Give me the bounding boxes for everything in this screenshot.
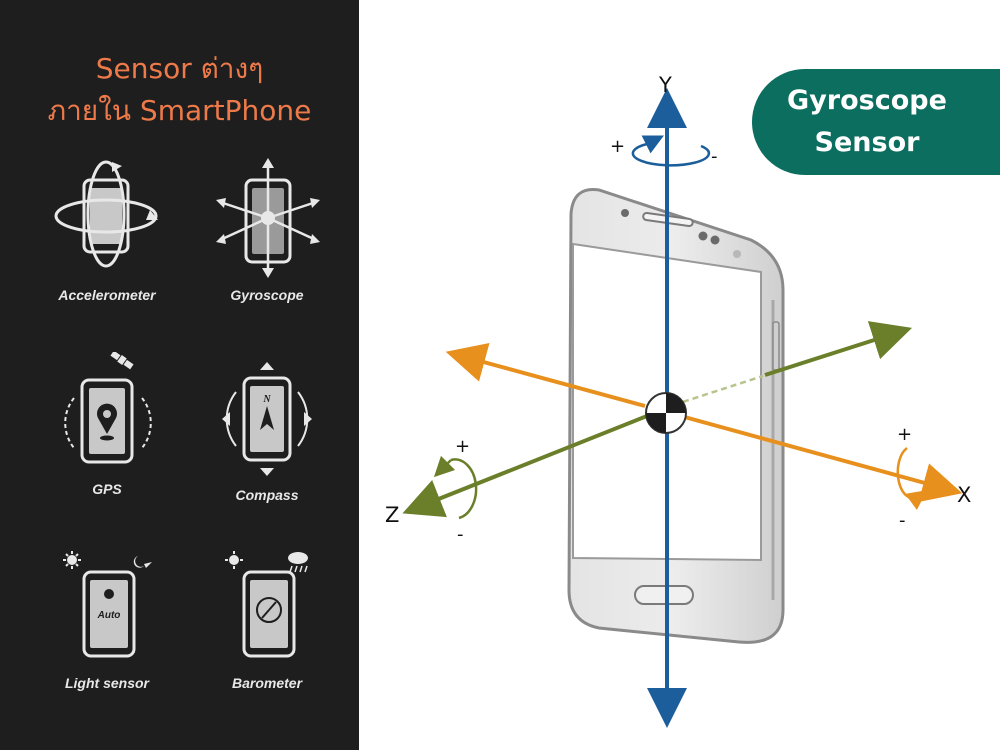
sensor-label-accelerometer: Accelerometer [58,287,156,303]
sensor-panel: Sensor ต่างๆ ภายใน SmartPhone Accelerome… [0,0,359,750]
panel-title: Sensor ต่างๆ ภายใน SmartPhone [0,48,359,132]
sensor-label-barometer: Barometer [231,675,303,691]
light-auto-text: Auto [97,610,121,621]
gps-icon [64,352,152,464]
x-rotation-minus: - [899,510,906,531]
compass-icon: N [222,362,312,476]
y-axis: Y + - [610,73,718,728]
z-rotation-minus: - [457,524,464,545]
sensor-label-compass: Compass [235,487,299,503]
x-axis: X + - [445,342,971,531]
y-rotation-minus: - [711,146,718,167]
gyroscope-icon [216,158,320,278]
gyroscope-sensor-badge: Gyroscope Sensor [752,69,1000,175]
z-rotation-plus: + [455,436,470,457]
sensor-label-light-sensor: Light sensor [64,675,149,691]
barometer-icon [225,551,308,658]
light-sensor-icon: Auto [63,551,152,658]
z-axis-label: Z [385,503,399,527]
panel-title-line-2: ภายใน SmartPhone [47,94,312,127]
sensor-label-gyroscope: Gyroscope [230,287,304,303]
x-axis-label: X [957,483,971,507]
panel-title-line-1: Sensor ต่างๆ [95,52,264,85]
x-rotation-plus: + [897,424,912,445]
gyroscope-axes-diagram: X + - Z + - Y + - [385,73,971,728]
badge-line-1: Gyroscope [787,85,947,116]
origin-marker [645,392,687,434]
y-rotation-plus: + [610,136,625,157]
sensor-label-gps: GPS [92,481,122,497]
compass-letter: N [262,394,271,405]
z-axis: Z + - [385,321,913,545]
y-axis-label: Y [658,73,672,97]
badge-line-2: Sensor [814,127,920,158]
accelerometer-icon [54,160,158,268]
